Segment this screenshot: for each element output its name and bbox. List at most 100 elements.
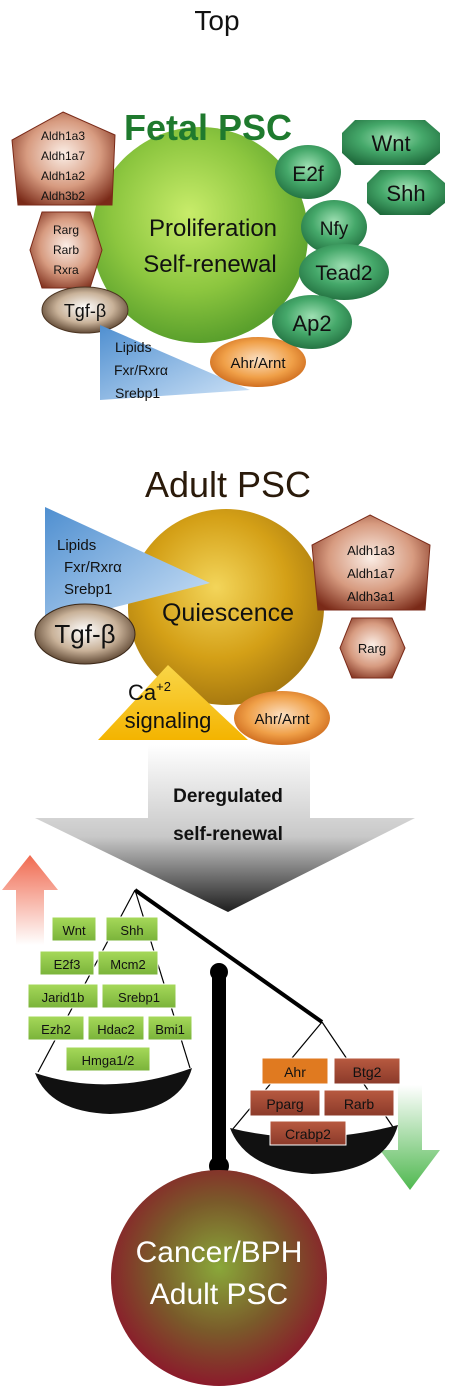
fetal-aldh-pentagon xyxy=(11,111,116,206)
fetal-factor-e2f xyxy=(275,145,341,199)
down-gene-box xyxy=(261,1057,329,1085)
deregulated-arrow: Deregulated self-renewal xyxy=(35,745,415,912)
adult-ahr: Ahr/Arnt xyxy=(254,711,310,728)
up-gene: Hdac2 xyxy=(97,1022,135,1037)
up-gene: Bmi1 xyxy=(155,1022,185,1037)
down-genes: Ahr Btg2 Pparg Rarb Crabp2 xyxy=(249,1057,401,1146)
adult-lipids-0: Lipids xyxy=(57,537,96,554)
down-gene-box xyxy=(249,1089,321,1117)
adult-ca-label: Ca+2 xyxy=(128,679,171,705)
up-gene: Shh xyxy=(120,923,143,938)
up-gene-box xyxy=(87,1015,145,1041)
fetal-aldh-2: Aldh1a2 xyxy=(41,169,85,183)
adult-ahr-ellipse xyxy=(234,691,330,745)
outcome-sphere xyxy=(111,1170,327,1386)
fetal-psc-section: Fetal PSC Proliferation Self-renewal Ald… xyxy=(11,107,445,401)
adult-tgf-ellipse xyxy=(34,603,136,665)
down-gene: Crabp2 xyxy=(285,1126,331,1142)
up-gene-box xyxy=(51,916,97,942)
up-gene: Ezh2 xyxy=(41,1022,71,1037)
fetal-tgf-ellipse xyxy=(41,286,129,334)
fetal-lipids-1: Fxr/Rxrα xyxy=(114,362,168,378)
adult-lipids-1: Fxr/Rxrα xyxy=(64,559,122,576)
down-gene: Pparg xyxy=(266,1096,303,1112)
up-gene-box xyxy=(101,983,177,1009)
up-arrow-icon xyxy=(2,855,58,945)
fetal-factor-1: Nfy xyxy=(320,219,349,240)
fetal-factor-2: Tead2 xyxy=(315,262,372,285)
adult-tgf: Tgf-β xyxy=(54,619,115,649)
down-gene: Btg2 xyxy=(353,1064,382,1080)
fetal-factor-ap2 xyxy=(272,295,352,349)
fetal-aldh-1: Aldh1a7 xyxy=(41,149,85,163)
fetal-factor-0: E2f xyxy=(292,163,324,186)
fetal-factor-3: Ap2 xyxy=(292,311,331,336)
up-gene: Srebp1 xyxy=(118,990,160,1005)
top-label: Top xyxy=(194,5,239,36)
fetal-wnt-octagon xyxy=(342,120,440,165)
fetal-signal-1: Shh xyxy=(386,181,425,206)
adult-aldh-pentagon xyxy=(311,514,431,611)
fetal-factor-tead2 xyxy=(299,244,389,300)
adult-lipids-triangle xyxy=(45,507,210,625)
fetal-rar-0: Rarg xyxy=(53,223,79,237)
balance-beam xyxy=(133,888,324,1024)
balance-scale: Wnt Shh E2f3 Mcm2 Jarid1b Srebp1 Ezh2 Hd… xyxy=(2,855,440,1190)
adult-aldh-1: Aldh1a7 xyxy=(347,566,395,581)
up-gene-box xyxy=(97,950,159,976)
fetal-factor-nfy xyxy=(301,200,367,254)
adult-rarg-hexagon xyxy=(339,617,406,679)
fetal-center-line2: Self-renewal xyxy=(143,251,276,278)
adult-psc-section: Adult PSC Quiescence Lipids Fxr/Rxrα Sre… xyxy=(34,464,431,745)
fetal-rar-2: Rxra xyxy=(53,263,79,277)
up-gene-box xyxy=(65,1046,151,1072)
up-genes: Wnt Shh E2f3 Mcm2 Jarid1b Srebp1 Ezh2 Hd… xyxy=(27,916,193,1072)
arrow-line2: self-renewal xyxy=(173,824,283,845)
adult-aldh-0: Aldh1a3 xyxy=(347,543,395,558)
down-gene-box xyxy=(269,1120,347,1146)
fetal-signal-0: Wnt xyxy=(371,131,410,156)
fetal-lipids-triangle xyxy=(100,325,250,400)
balance-post xyxy=(212,968,226,1168)
fetal-aldh-3: Aldh3b2 xyxy=(41,189,85,203)
up-gene: Mcm2 xyxy=(110,957,145,972)
fetal-rar-1: Rarb xyxy=(53,243,79,257)
fetal-lipids-2: Srebp1 xyxy=(115,385,160,401)
balance-pivot xyxy=(210,963,228,981)
up-gene: Wnt xyxy=(62,923,86,938)
down-gene-box xyxy=(323,1089,395,1117)
fetal-ahr: Ahr/Arnt xyxy=(230,355,286,372)
up-gene-box xyxy=(27,983,99,1009)
fetal-aldh-0: Aldh1a3 xyxy=(41,129,85,143)
outcome-section: Cancer/BPH Adult PSC xyxy=(111,1170,327,1386)
adult-rarg: Rarg xyxy=(358,641,386,656)
fetal-title: Fetal PSC xyxy=(124,107,292,148)
fetal-ahr-ellipse xyxy=(210,337,306,387)
down-gene: Rarb xyxy=(344,1096,375,1112)
up-gene-box xyxy=(27,1015,85,1041)
up-gene-box xyxy=(39,950,95,976)
fetal-center-sphere xyxy=(92,127,308,343)
adult-lipids-2: Srebp1 xyxy=(64,581,112,598)
adult-ca-base: Ca xyxy=(128,680,157,705)
up-gene: Hmga1/2 xyxy=(82,1053,135,1068)
left-pan xyxy=(35,1068,192,1114)
fetal-shh-octagon xyxy=(367,170,445,215)
fetal-center-line1: Proliferation xyxy=(149,215,277,242)
fetal-tgf: Tgf-β xyxy=(64,301,106,321)
adult-ca-line2: signaling xyxy=(125,708,212,733)
down-gene-box xyxy=(333,1057,401,1085)
adult-aldh-2: Aldh3a1 xyxy=(347,589,395,604)
adult-center-sphere xyxy=(128,509,324,705)
outcome-line2: Adult PSC xyxy=(150,1278,288,1311)
outcome-line1: Cancer/BPH xyxy=(136,1236,303,1269)
up-gene-box xyxy=(147,1015,193,1041)
fetal-lipids-0: Lipids xyxy=(115,339,152,355)
adult-ca-triangle xyxy=(98,665,248,740)
down-gene: Ahr xyxy=(284,1064,306,1080)
arrow-line1: Deregulated xyxy=(173,786,283,807)
adult-ca-sup: +2 xyxy=(156,679,171,694)
up-gene: E2f3 xyxy=(54,957,81,972)
up-gene: Jarid1b xyxy=(42,990,85,1005)
